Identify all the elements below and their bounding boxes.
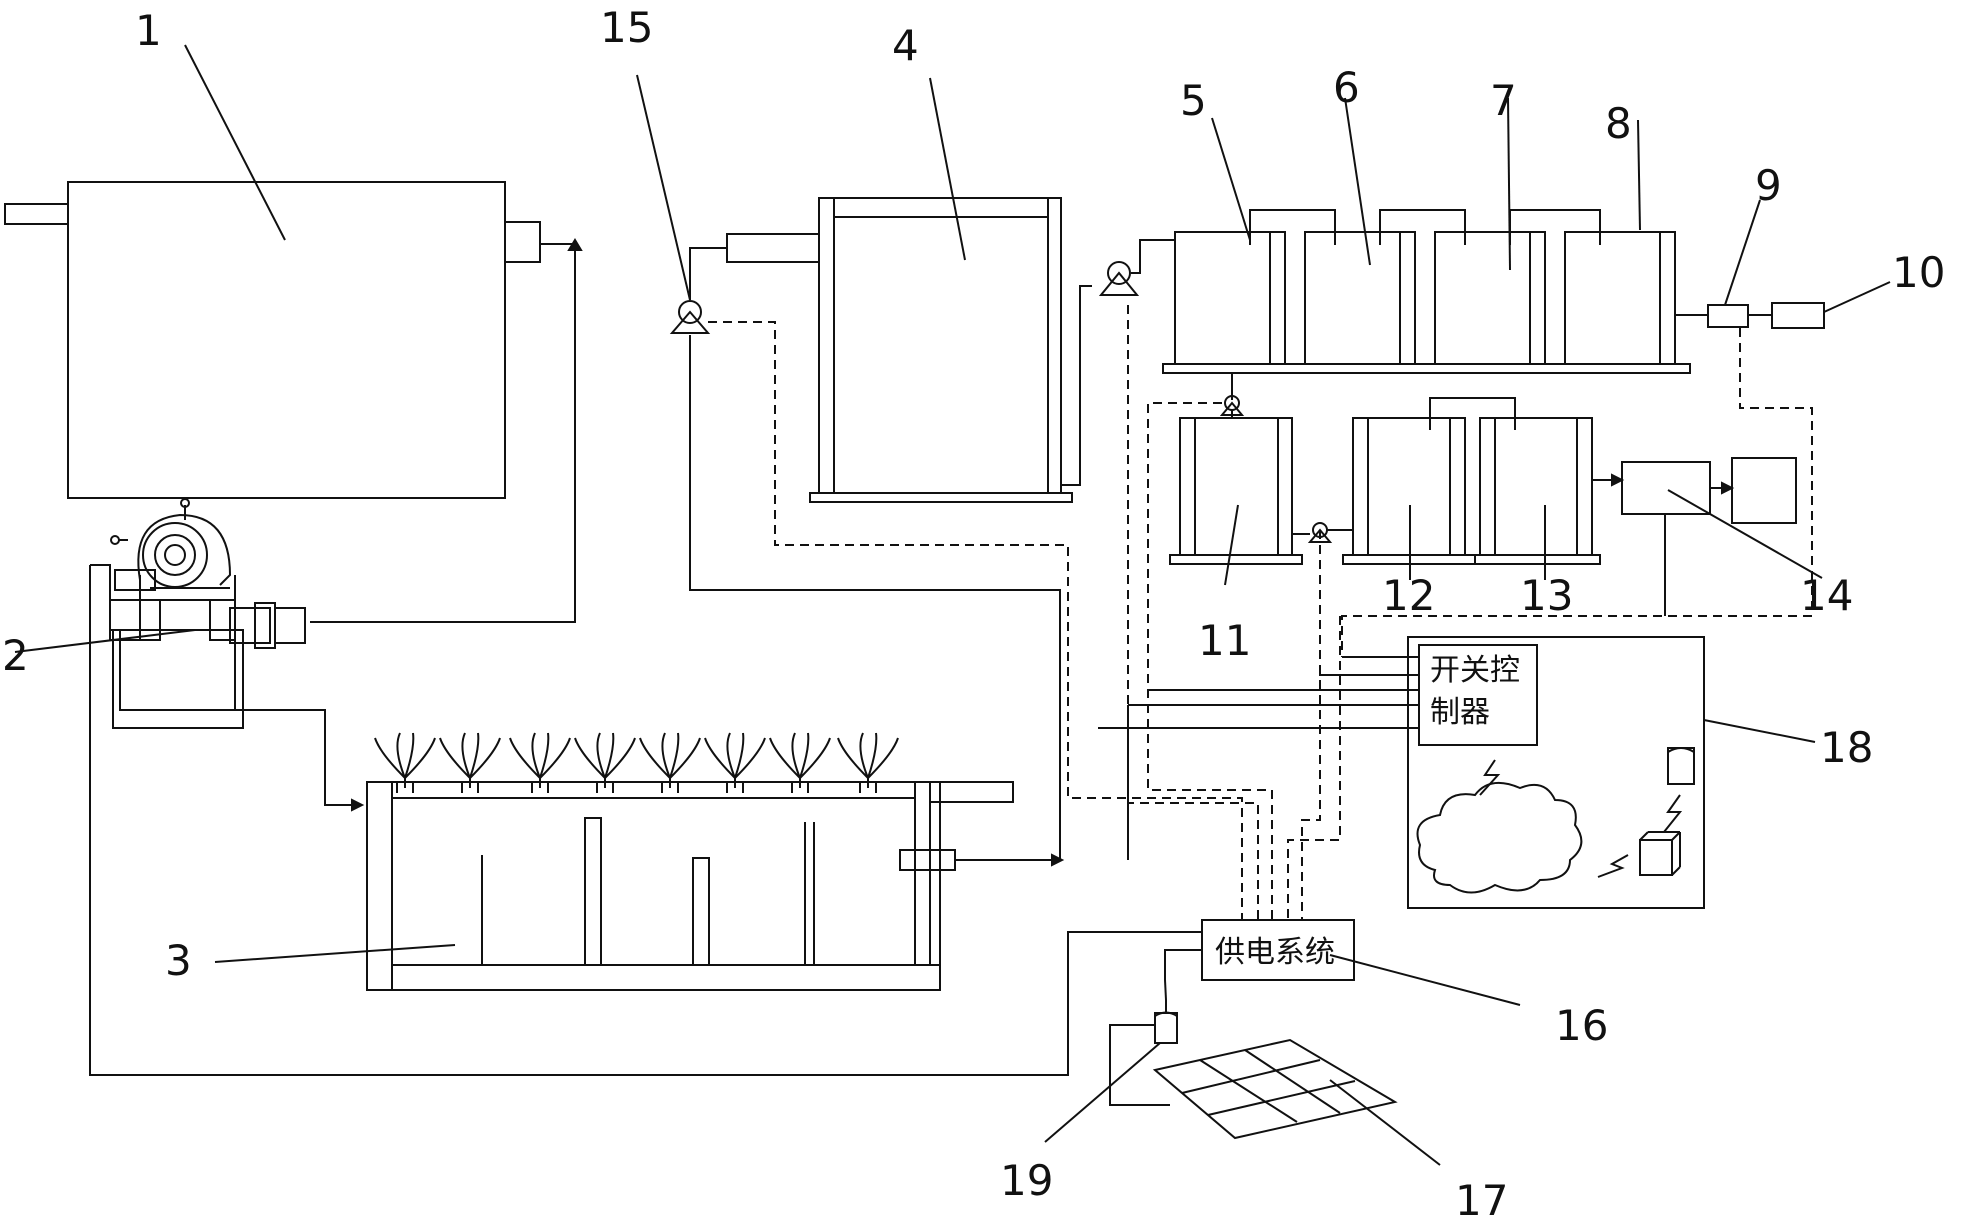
label-5: 5 bbox=[1180, 76, 1207, 125]
label-10: 10 bbox=[1892, 248, 1945, 297]
control-wiring bbox=[1098, 656, 1419, 860]
label-3: 3 bbox=[165, 936, 192, 985]
label-16: 16 bbox=[1555, 1001, 1608, 1050]
plant-5 bbox=[639, 732, 701, 793]
label-19: 19 bbox=[1000, 1156, 1053, 1205]
plant-3 bbox=[509, 732, 571, 793]
tanks-5-8 bbox=[1162, 209, 1825, 374]
plant-6 bbox=[704, 732, 766, 793]
power-system-label: 供电系统 bbox=[1215, 935, 1335, 970]
label-17: 17 bbox=[1455, 1176, 1508, 1223]
label-14: 14 bbox=[1800, 571, 1853, 620]
label-18: 18 bbox=[1820, 723, 1873, 772]
label-9: 9 bbox=[1755, 161, 1782, 210]
label-8: 8 bbox=[1605, 99, 1632, 148]
component-1-tank bbox=[4, 181, 583, 623]
plant-8 bbox=[837, 732, 899, 793]
plant-2 bbox=[439, 732, 501, 793]
component-19-battery bbox=[1109, 979, 1178, 1106]
label-7: 7 bbox=[1490, 76, 1517, 125]
plant-4 bbox=[574, 732, 636, 793]
component-18-control-box bbox=[1407, 636, 1705, 909]
switch-controller-line1: 开关控 bbox=[1430, 653, 1520, 688]
label-11: 11 bbox=[1198, 616, 1251, 665]
component-17-solar-panel bbox=[1152, 1038, 1398, 1140]
component-16-power-system bbox=[89, 565, 1355, 1076]
switch-controller-line2: 制器 bbox=[1430, 695, 1490, 730]
label-2: 2 bbox=[2, 631, 29, 680]
leader-lines bbox=[14, 44, 1891, 1166]
component-3-plant-bed bbox=[366, 732, 1065, 991]
component-4-tank bbox=[809, 197, 1175, 503]
plant-1 bbox=[374, 732, 436, 793]
label-4: 4 bbox=[892, 21, 919, 70]
component-2-pump bbox=[90, 498, 365, 812]
tanks-11-13 bbox=[1169, 373, 1797, 616]
label-6: 6 bbox=[1333, 63, 1360, 112]
signal-lines bbox=[708, 305, 1813, 920]
label-13: 13 bbox=[1520, 571, 1573, 620]
number-labels: 1 2 3 4 5 6 7 8 9 10 11 12 13 14 15 16 1… bbox=[2, 3, 1945, 1223]
label-12: 12 bbox=[1382, 571, 1435, 620]
plant-7 bbox=[769, 732, 831, 793]
label-1: 1 bbox=[135, 6, 162, 55]
label-15: 15 bbox=[600, 3, 653, 52]
